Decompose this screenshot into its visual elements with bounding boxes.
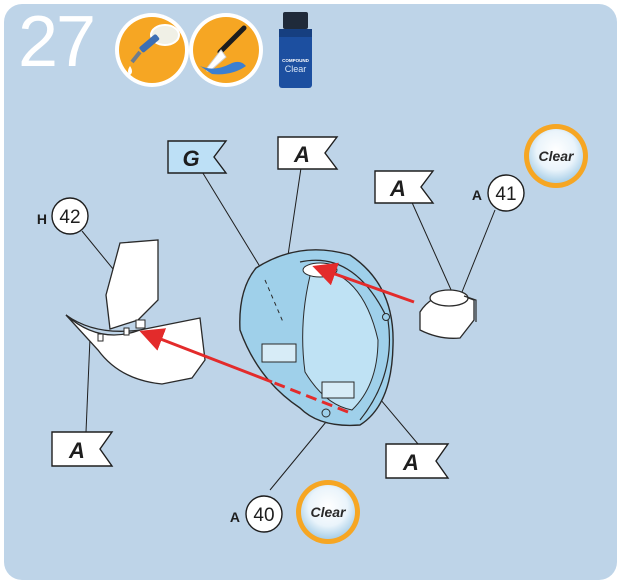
glue-flag-label: A bbox=[68, 438, 85, 463]
part-callout-41: A 41 bbox=[472, 174, 525, 212]
part-number: 40 bbox=[253, 505, 274, 526]
paint-brush-icon bbox=[189, 13, 263, 87]
glue-flag-a-left: A bbox=[51, 431, 114, 467]
paint-bottle-icon: COMPOUND Clear bbox=[279, 12, 312, 88]
paint-flag-label: G bbox=[182, 146, 199, 171]
part-prefix: A bbox=[472, 187, 482, 203]
assembly-arrows bbox=[139, 262, 415, 414]
part-callout-40: A 40 bbox=[230, 495, 283, 533]
glue-flag-label: A bbox=[402, 450, 419, 475]
glue-dropper-icon bbox=[115, 13, 189, 87]
part-42-panel bbox=[65, 239, 206, 385]
part-41-knob bbox=[419, 289, 477, 339]
clear-badge-label: Clear bbox=[310, 504, 347, 520]
part-number: 42 bbox=[59, 207, 80, 228]
part-callout-42: H 42 bbox=[37, 197, 89, 235]
clear-badge-top: Clear bbox=[524, 124, 588, 188]
glue-flag-a-bottom: A bbox=[385, 443, 450, 479]
glue-flag-a-right: A bbox=[374, 170, 435, 204]
part-prefix: A bbox=[230, 509, 240, 525]
bottle-color-text: Clear bbox=[285, 64, 307, 74]
paint-flag-g: G bbox=[167, 140, 228, 174]
glue-flag-label: A bbox=[389, 176, 406, 201]
part-prefix: H bbox=[37, 211, 47, 227]
clear-badge-bottom: Clear bbox=[296, 480, 360, 544]
part-40-housing bbox=[239, 249, 394, 427]
bottle-brand-text: COMPOUND bbox=[282, 58, 309, 63]
clear-badge-label: Clear bbox=[538, 148, 575, 164]
glue-flag-label: A bbox=[293, 142, 310, 167]
glue-flag-a-top: A bbox=[277, 136, 339, 170]
part-number: 41 bbox=[495, 184, 516, 205]
step-number: 27 bbox=[18, 2, 96, 82]
